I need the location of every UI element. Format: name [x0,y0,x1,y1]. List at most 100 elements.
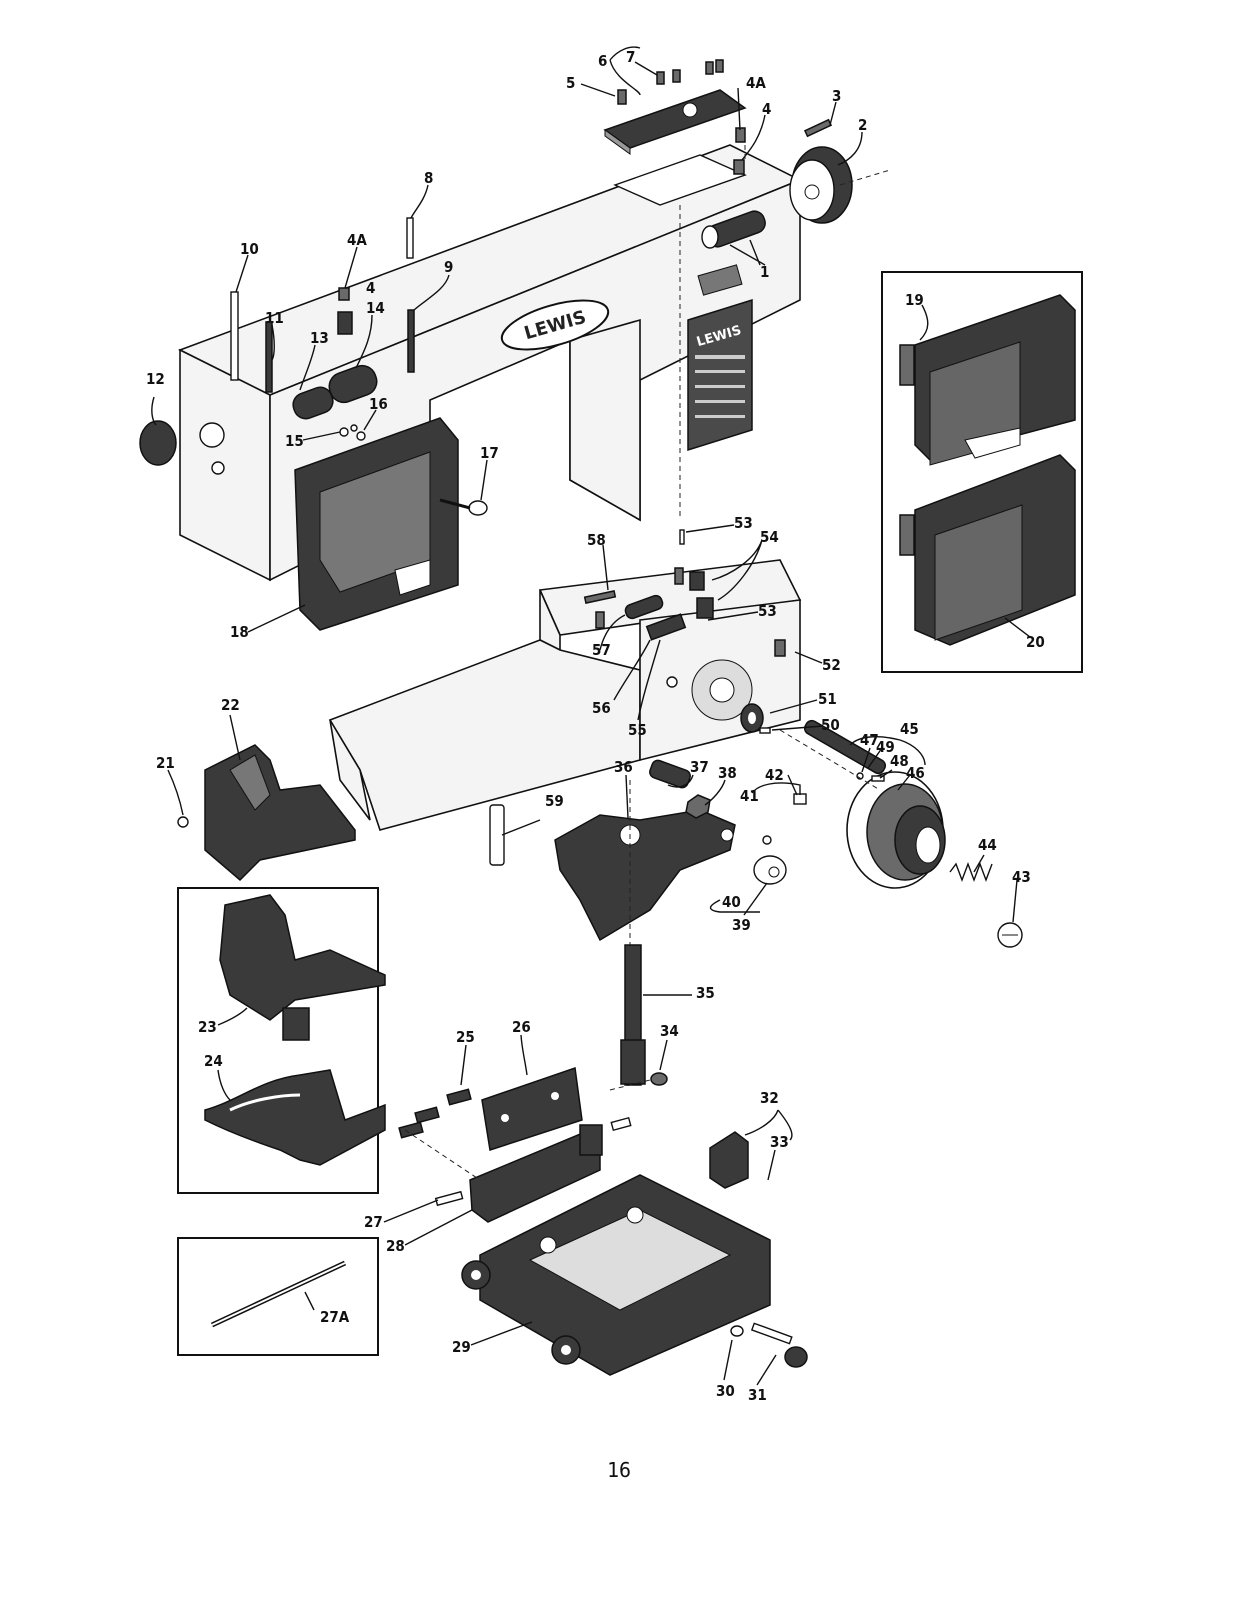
callout-37: 37 [690,758,709,776]
callout-48: 48 [890,752,909,770]
inset-bed-covers [177,887,386,1194]
screw-17 [439,498,488,516]
callout-55: 55 [628,721,647,739]
callout-3: 3 [832,87,841,105]
callout-40: 40 [722,893,741,911]
callout-51: 51 [818,690,837,708]
bars [230,217,415,393]
callout-29: 29 [452,1338,471,1356]
callout-24: 24 [204,1052,223,1070]
callout-59: 59 [545,792,564,810]
face-cover [294,417,459,631]
spring-44 [949,862,993,882]
callout-21: 21 [156,754,175,772]
screw-43 [997,922,1023,948]
callout-4-top: 4 [762,100,771,118]
pin-59 [489,804,505,866]
callout-38: 38 [718,764,737,782]
callout-27A: 27A [320,1308,350,1326]
callout-labels: 1 2 3 4 4 4A 4A 5 6 7 8 9 10 11 12 13 14… [146,48,1045,1404]
shaft-35 [620,780,646,1086]
nameplate: LEWIS [687,298,753,452]
machine-head: LEWIS LEWIS [177,144,802,582]
logo-oval: LEWIS [500,299,610,351]
bushings-13-14 [292,287,378,420]
callout-53-top: 53 [734,514,753,532]
callout-7: 7 [626,48,635,66]
callout-8: 8 [424,169,433,187]
face-cover-20 [899,454,1076,646]
callout-10: 10 [240,240,259,258]
callout-11: 11 [265,309,284,327]
rocker-assembly [554,809,736,942]
callout-57: 57 [592,641,611,659]
callout-32: 32 [760,1089,779,1107]
bushing-1 [701,210,766,249]
callout-49: 49 [876,738,895,756]
nut-38 [685,794,711,819]
callout-4A-left: 4A [347,231,367,249]
hinge-plate-26 [481,1066,583,1151]
base-29 [461,1174,771,1376]
face-cover-19 [899,294,1076,466]
washer-51 [740,703,771,734]
callout-20: 20 [1026,633,1045,651]
callout-44: 44 [978,836,997,854]
screw-34 [650,1072,668,1086]
callout-39: 39 [732,916,751,934]
callout-27: 27 [364,1213,383,1231]
page-number: 16 [606,1458,632,1482]
callout-17: 17 [480,444,499,462]
callout-30: 30 [716,1382,735,1400]
collar-39 [753,835,787,885]
callout-47: 47 [860,731,879,749]
callout-26: 26 [512,1018,531,1036]
free-arm-bed [328,529,802,831]
callout-52: 52 [822,656,841,674]
callout-14: 14 [366,299,385,317]
bed-cover-24 [204,1069,386,1166]
callout-31: 31 [748,1386,767,1404]
inset-rod [177,1237,379,1356]
callout-53-lower: 53 [758,602,777,620]
callout-6: 6 [598,52,607,70]
callout-5: 5 [566,74,575,92]
callout-25: 25 [456,1028,475,1046]
knob-12 [139,420,177,466]
stitch-dial [803,719,946,889]
callout-4-left: 4 [366,279,375,297]
leader-lines [151,46,1031,1386]
callout-54: 54 [760,528,779,546]
bed-cover-22 [177,744,356,882]
hinge-28 [469,1124,603,1223]
callout-34: 34 [660,1022,679,1040]
thumb-screw-31 [750,1322,808,1368]
balance-wheel [789,146,891,224]
callout-28: 28 [386,1237,405,1255]
screws-15-16 [339,424,366,441]
screw-3 [803,118,833,138]
callout-13: 13 [310,329,329,347]
callout-50: 50 [821,716,840,734]
bed-cover-23 [219,894,386,1041]
callout-41: 41 [740,787,759,805]
callout-43: 43 [1012,868,1031,886]
callout-9: 9 [444,258,453,276]
callout-58: 58 [587,531,606,549]
callout-46: 46 [906,764,925,782]
callout-1: 1 [760,263,769,281]
callout-23: 23 [198,1018,217,1036]
callout-36: 36 [614,758,633,776]
callout-16: 16 [369,395,388,413]
top-cover-plate [603,89,747,155]
pin-27 [434,1190,464,1207]
clamp-32 [709,1131,749,1189]
callout-15: 15 [285,432,304,450]
callout-42: 42 [765,766,784,784]
screws-25 [398,1088,632,1139]
callout-19: 19 [905,291,924,309]
washer-30 [730,1325,744,1337]
callout-45: 45 [900,720,919,738]
callout-35: 35 [696,984,715,1002]
